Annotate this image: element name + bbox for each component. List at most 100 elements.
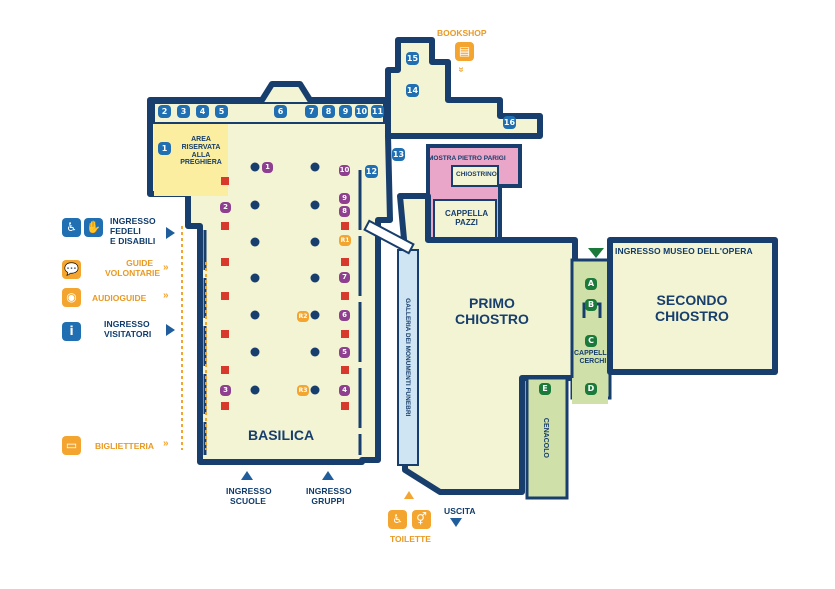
chapel-10[interactable]: 10: [355, 105, 368, 118]
chiostrino-block: [451, 165, 499, 187]
gruppi-line1: INGRESSO: [306, 486, 352, 496]
marker-r2[interactable]: R2: [297, 311, 309, 322]
column: [250, 347, 260, 357]
marker-10[interactable]: 10: [339, 165, 350, 176]
cenacolo-room: [525, 376, 569, 500]
chapel-7[interactable]: 7: [305, 105, 318, 118]
tomb-markers: [221, 177, 349, 410]
secondo-chiostro-floor: [607, 237, 778, 375]
museum-room-d[interactable]: D: [585, 383, 597, 395]
galleria-label: GALLERIA DEI MONUMENTI FUNEBRI: [404, 298, 412, 417]
chapel-6[interactable]: 6: [274, 105, 287, 118]
chapel-15[interactable]: 15: [406, 52, 419, 65]
scuole-label: INGRESSO SCUOLE: [226, 486, 272, 507]
museum-room-b[interactable]: B: [585, 299, 597, 311]
museum-room-c[interactable]: C: [585, 335, 597, 347]
scuole-line2: SCUOLE: [229, 496, 267, 507]
marker-1[interactable]: 1: [262, 162, 273, 173]
guide-label: GUIDE VOLONTARIE: [105, 258, 160, 278]
cappella-pazzi-line1: CAPPELLA: [445, 209, 489, 218]
chapel-2[interactable]: 2: [158, 105, 171, 118]
museum-entrance-arrow: [588, 248, 604, 258]
chapel-16[interactable]: 16: [503, 116, 516, 129]
chapel-5[interactable]: 5: [215, 105, 228, 118]
column: [250, 162, 260, 172]
museum-room-e[interactable]: E: [539, 383, 551, 395]
blind-cane-icon: ✋: [84, 218, 103, 237]
cappella-cerchi-label: CAPPELLA CERCHI: [574, 350, 612, 366]
primo-chiostro-label: PRIMO CHIOSTRO: [455, 295, 529, 327]
chapel-12[interactable]: 12: [365, 165, 378, 178]
column: [310, 237, 320, 247]
visitor-route: [181, 226, 207, 450]
wheelchair-icon: ♿: [62, 218, 81, 237]
tomb: [341, 402, 349, 410]
cenacolo-label: CENACOLO: [541, 417, 549, 458]
chapel-8[interactable]: 8: [322, 105, 335, 118]
prayer-area-label: AREA RISERVATA ALLA PREGHIERA: [172, 136, 230, 167]
speech-bubble-icon: 💬: [62, 260, 81, 279]
arrow-up-icon: [404, 491, 414, 499]
tomb: [341, 222, 349, 230]
scuole-line1: INGRESSO: [226, 486, 272, 496]
chapel-3[interactable]: 3: [177, 105, 190, 118]
visitatori-line2: VISITATORI: [104, 329, 152, 340]
mostra-label: MOSTRA PIETRO PARIGI: [428, 155, 506, 162]
marker-6[interactable]: 6: [339, 310, 350, 321]
museo-label: INGRESSO MUSEO DELL'OPERA: [615, 246, 753, 256]
visitatori-line1: INGRESSO: [104, 319, 150, 329]
prayer-area-line2: RISERVATA: [181, 143, 221, 151]
info-icon: i: [62, 322, 81, 341]
marker-8[interactable]: 8: [339, 206, 350, 217]
restroom-icon: ⚥: [412, 510, 431, 529]
column: [250, 237, 260, 247]
double-arrow-icon: »: [163, 438, 169, 449]
chapel-14[interactable]: 14: [406, 84, 419, 97]
primo-chiostro-line1: PRIMO: [469, 295, 515, 311]
book-icon: ▤: [455, 42, 474, 61]
visitatori-label: INGRESSO VISITATORI: [104, 319, 151, 339]
ticket-icon: ▭: [62, 436, 81, 455]
tomb: [221, 292, 229, 300]
prayer-area: [154, 124, 228, 196]
fedeli-line1: INGRESSO: [110, 216, 156, 226]
chapel-13[interactable]: 13: [392, 148, 405, 161]
marker-r1[interactable]: R1: [339, 235, 351, 246]
museum-room-a[interactable]: A: [585, 278, 597, 290]
marker-9[interactable]: 9: [339, 193, 350, 204]
bookshop-wing: [385, 37, 543, 139]
column: [310, 273, 320, 283]
chapel-11[interactable]: 11: [371, 105, 384, 118]
tomb: [221, 366, 229, 374]
marker-4[interactable]: 4: [339, 385, 350, 396]
tomb: [221, 330, 229, 338]
column: [310, 347, 320, 357]
marker-3[interactable]: 3: [220, 385, 231, 396]
marker-r3[interactable]: R3: [297, 385, 309, 396]
biglietteria-label: BIGLIETTERIA: [95, 441, 155, 451]
double-arrow-icon: »: [163, 290, 169, 301]
audioguide-label: AUDIOGUIDE: [92, 293, 147, 303]
column: [250, 200, 260, 210]
marker-5[interactable]: 5: [339, 347, 350, 358]
chapel-9[interactable]: 9: [339, 105, 352, 118]
chapel-4[interactable]: 4: [196, 105, 209, 118]
toilette-label: TOILETTE: [390, 534, 431, 544]
fedeli-line2: FEDELI: [110, 226, 141, 237]
primo-chiostro-line2: CHIOSTRO: [455, 310, 529, 327]
tomb: [341, 366, 349, 374]
secondo-chiostro-line1: SECONDO: [656, 292, 728, 308]
chapel-1[interactable]: 1: [158, 142, 171, 155]
stairs: [363, 219, 415, 255]
arrow-right-icon: [166, 227, 175, 239]
double-arrow-icon: »: [163, 262, 169, 273]
nave-columns: [250, 162, 320, 395]
tomb: [341, 330, 349, 338]
secondo-chiostro-label: SECONDO CHIOSTRO: [655, 292, 729, 324]
marker-2[interactable]: 2: [220, 202, 231, 213]
audio-icon: ◉: [62, 288, 81, 307]
tomb: [341, 258, 349, 266]
wheelchair-icon: ♿: [388, 510, 407, 529]
marker-7[interactable]: 7: [339, 272, 350, 283]
